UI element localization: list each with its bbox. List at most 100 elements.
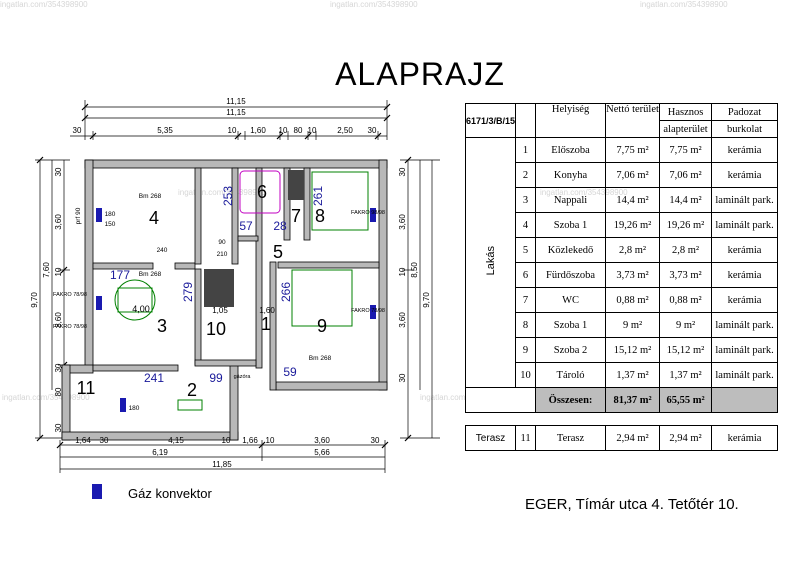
room-code: 261: [311, 186, 325, 206]
plan-label: 180: [129, 405, 140, 412]
gas-convector-swatch: [92, 484, 102, 499]
dimension: 11,85: [212, 460, 232, 469]
table-header-row: 6171/3/B/15 Helyiség Nettó terület Haszn…: [464, 103, 779, 138]
room-number: 10: [206, 319, 226, 339]
col-header-floor-2: burkolat: [711, 120, 779, 138]
table-id: 6171/3/B/15: [464, 103, 517, 138]
dimension: 30: [73, 126, 82, 135]
watermark: ingatlan.com/354398900: [420, 393, 508, 402]
watermark: ingatlan.com/354398900: [2, 393, 90, 402]
dimension: 30: [398, 167, 407, 176]
room-code: 241: [144, 371, 164, 385]
dimension: 11,15: [226, 108, 246, 117]
dimension: 11,15: [226, 97, 246, 106]
dimension: 2,50: [337, 126, 353, 135]
plan-label: 4,00: [132, 304, 150, 314]
plan-label: FAKRO 98/98: [351, 210, 385, 216]
room-number: 8: [315, 206, 325, 226]
dimension: 30: [54, 363, 63, 372]
address: EGER, Tímár utca 4. Tetőtér 10.: [525, 496, 739, 513]
watermark: ingatlan.com/354398900: [0, 0, 88, 9]
col-header-useful-2: alapterület: [659, 120, 713, 138]
room-code: 99: [209, 371, 223, 385]
room-code: 59: [283, 365, 297, 379]
dimension: 1,66: [242, 436, 258, 445]
room-number: 11: [77, 378, 96, 398]
watermark: ingatlan.com/354398900: [640, 0, 728, 9]
dimension: 3,60: [398, 312, 407, 328]
plan-label: FAKRO 78/98: [351, 308, 385, 314]
dimension: 3,60: [54, 312, 63, 328]
dimension: 6,19: [152, 448, 168, 457]
dimension: 5,66: [314, 448, 330, 457]
dimension: 9,70: [30, 292, 39, 308]
room-code: 28: [273, 219, 287, 233]
plan-label: 180: [105, 211, 116, 218]
dimension: 80: [294, 126, 303, 135]
dimension: 10: [308, 126, 317, 135]
dimension: 9,70: [422, 292, 431, 308]
room-number: 7: [291, 206, 301, 226]
table-header-row: alapterület burkolat: [466, 120, 779, 138]
dimension: 10: [222, 436, 231, 445]
room-number: 5: [273, 242, 283, 262]
room-number: 4: [149, 208, 159, 228]
col-header-net: Nettó terület: [605, 103, 661, 138]
plan-label: 240: [157, 247, 168, 254]
dimension: 30: [368, 126, 377, 135]
dimension: 30: [371, 436, 380, 445]
plan-label: gázóra: [234, 374, 252, 380]
dimension: 3,60: [54, 214, 63, 230]
dimension: 1,64: [75, 436, 91, 445]
dimension: 7,60: [42, 262, 51, 278]
dimension: 10: [54, 267, 63, 276]
group-label: Lakás: [484, 246, 497, 276]
col-header-floor: Padozat: [711, 103, 779, 121]
floor-plan: 1 2 3 4 5 6 7 8 9 10 11 279 99 177 28 25…: [30, 97, 440, 473]
dimension: 3,60: [314, 436, 330, 445]
plan-label: Bm 268: [139, 193, 162, 200]
plan-label: Bm 268: [309, 355, 332, 362]
plan-label: 210: [217, 251, 228, 258]
dimension: 10: [228, 126, 237, 135]
dimension: 80: [54, 387, 63, 396]
plan-label: 1,60: [259, 306, 275, 315]
dimension: 1,60: [250, 126, 266, 135]
room-number: 3: [157, 316, 167, 336]
dimension: 10: [279, 126, 288, 135]
plan-label: 90: [218, 239, 226, 246]
legend-label: Gáz konvektor: [128, 486, 212, 501]
watermark: ingatlan.com/354398900: [178, 188, 266, 197]
room-code: 266: [279, 282, 293, 302]
total-row: Összesen: 81,37 m² 65,55 m²: [464, 387, 779, 413]
page-title: ALAPRAJZ: [335, 56, 505, 92]
area-table: 6171/3/B/15 Helyiség Nettó terület Haszn…: [464, 103, 779, 451]
dimension: 3,60: [398, 214, 407, 230]
dimension: 8,50: [410, 262, 419, 278]
dimension: 10: [266, 436, 275, 445]
plan-label: prf 90: [75, 207, 82, 224]
dimension: 10: [398, 267, 407, 276]
watermark: ingatlan.com/354398900: [330, 0, 418, 9]
plan-label: 150: [105, 221, 116, 228]
room-number: 9: [317, 316, 327, 336]
room-number: 6: [257, 182, 267, 202]
room-code: 279: [181, 282, 195, 302]
dimension: 30: [54, 423, 63, 432]
dimension: 30: [100, 436, 109, 445]
dimension: 30: [398, 373, 407, 382]
room-code: 57: [239, 219, 253, 233]
room-number: 1: [261, 314, 271, 334]
room-code: 253: [221, 186, 235, 206]
plan-label: Bm 268: [139, 271, 162, 278]
col-header-room: Helyiség: [535, 103, 607, 138]
terrace-row: Terasz 11 Terasz 2,94 m² 2,94 m² kerámia: [464, 425, 779, 451]
dimension: 4,15: [168, 436, 184, 445]
